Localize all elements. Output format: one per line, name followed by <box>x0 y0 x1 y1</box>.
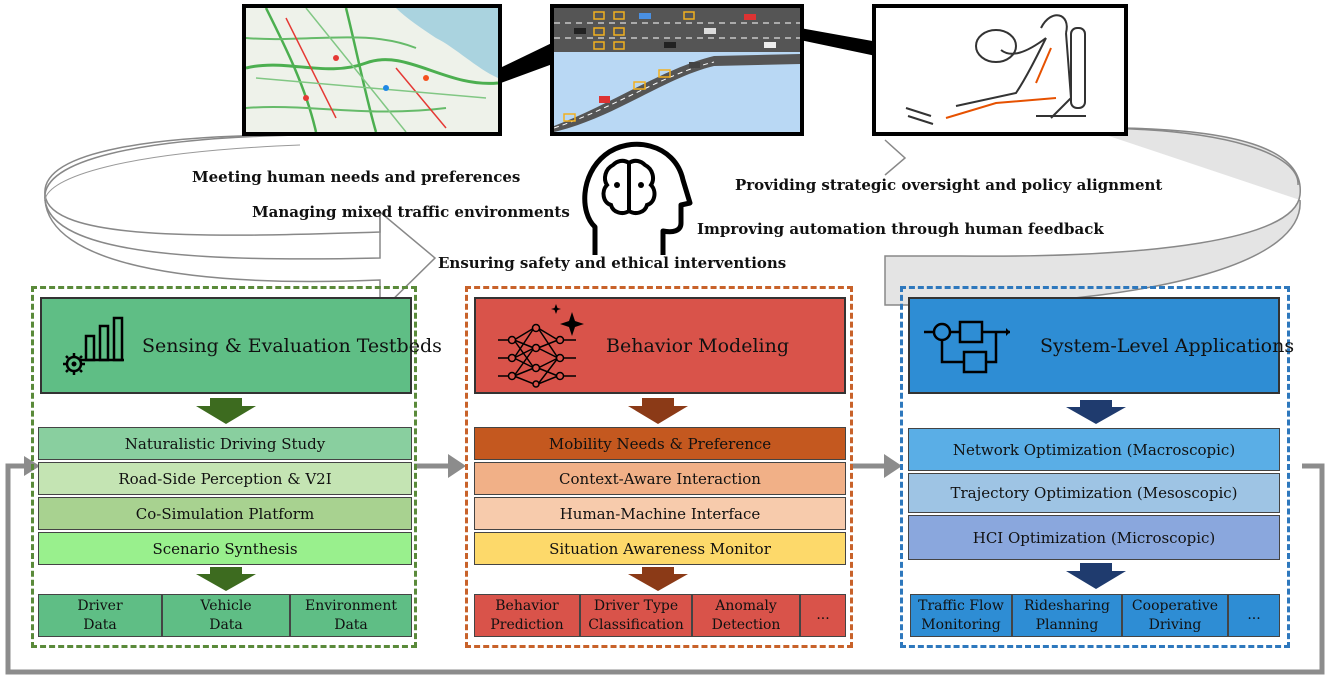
behavior-panel-frame <box>465 286 853 648</box>
label-safety-ethics: Ensuring safety and ethical intervention… <box>438 254 787 272</box>
output-driver-data: Driver Data <box>38 594 162 637</box>
system-panel-frame <box>900 286 1290 648</box>
behavior-header: Behavior Modeling <box>474 297 846 394</box>
testbeds-item: Co-Simulation Platform <box>38 497 412 530</box>
label-human-feedback: Improving automation through human feedb… <box>697 220 1104 238</box>
output-environment-data: Environment Data <box>290 594 412 637</box>
label-mixed-traffic: Managing mixed traffic environments <box>252 203 570 221</box>
system-item: Network Optimization (Macroscopic) <box>908 428 1280 471</box>
behavior-item: Situation Awareness Monitor <box>474 532 846 565</box>
label-strategic-oversight: Providing strategic oversight and policy… <box>735 176 1163 194</box>
head-brain-icon <box>575 135 695 263</box>
highway-merge-image <box>550 4 804 136</box>
system-item: Trajectory Optimization (Mesoscopic) <box>908 473 1280 513</box>
neural-network-sparkle-icon <box>494 303 588 388</box>
system-title: System-Level Applications <box>1040 334 1295 357</box>
block-diagram-icon <box>924 318 1010 374</box>
system-item: HCI Optimization (Microscopic) <box>908 515 1280 560</box>
system-down-arrow-2 <box>1066 563 1126 589</box>
bar-chart-gear-icon <box>62 316 126 376</box>
testbeds-item: Road-Side Perception & V2I <box>38 462 412 495</box>
system-down-arrow-1 <box>1066 400 1126 424</box>
testbeds-down-arrow-2 <box>196 567 256 591</box>
output-cooperative-driving: Cooperative Driving <box>1122 594 1228 637</box>
testbeds-down-arrow-1 <box>196 398 256 424</box>
output-traffic-flow-monitoring: Traffic Flow Monitoring <box>910 594 1012 637</box>
behavior-item: Human-Machine Interface <box>474 497 846 530</box>
system-header: System-Level Applications <box>908 297 1294 394</box>
driver-seat-image <box>872 4 1128 136</box>
output-more: ... <box>1228 594 1280 637</box>
label-human-needs: Meeting human needs and preferences <box>192 168 521 186</box>
testbeds-item: Naturalistic Driving Study <box>38 427 412 460</box>
behavior-down-arrow-1 <box>628 398 688 424</box>
output-more: ... <box>800 594 846 637</box>
output-driver-type-classification: Driver Type Classification <box>580 594 692 637</box>
testbeds-title: Sensing & Evaluation Testbeds <box>142 334 442 357</box>
output-ridesharing-planning: Ridesharing Planning <box>1012 594 1122 637</box>
behavior-down-arrow-2 <box>628 567 688 591</box>
city-traffic-map-image <box>242 4 502 136</box>
behavior-item: Context-Aware Interaction <box>474 462 846 495</box>
output-anomaly-detection: Anomaly Detection <box>692 594 800 637</box>
behavior-title: Behavior Modeling <box>606 334 789 357</box>
testbeds-header: Sensing & Evaluation Testbeds <box>40 297 442 394</box>
testbeds-item: Scenario Synthesis <box>38 532 412 565</box>
output-vehicle-data: Vehicle Data <box>162 594 290 637</box>
behavior-item: Mobility Needs & Preference <box>474 427 846 460</box>
testbeds-panel-frame <box>31 286 417 648</box>
output-behavior-prediction: Behavior Prediction <box>474 594 580 637</box>
